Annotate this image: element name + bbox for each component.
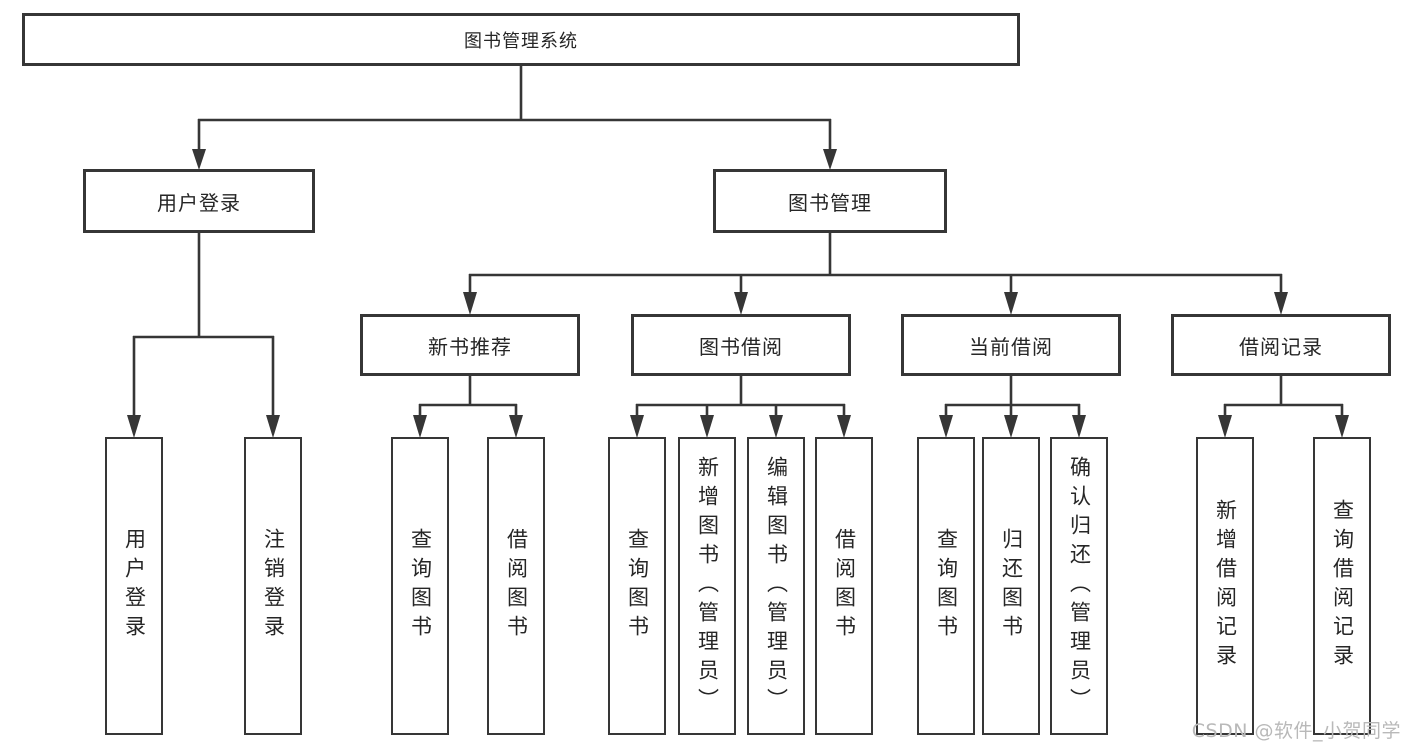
connector-newbookrec-to-leaves xyxy=(413,376,523,438)
leaf-add-borrowing-record: 新增借阅记录 xyxy=(1196,437,1254,735)
node-book-management-system: 图书管理系统 xyxy=(22,13,1020,66)
node-book-management-branch: 图书管理 xyxy=(713,169,947,233)
node-user-login-branch: 用户登录 xyxy=(83,169,315,233)
leaf-query-borrowing-record: 查询借阅记录 xyxy=(1313,437,1371,735)
leaf-return-books: 归还图书 xyxy=(982,437,1040,735)
node-book-borrowing: 图书借阅 xyxy=(631,314,851,376)
leaf-borrow-books-borrowing: 借阅图书 xyxy=(815,437,873,735)
node-new-book-recommendation: 新书推荐 xyxy=(360,314,580,376)
connector-borrowrecords-to-leaves xyxy=(1218,376,1349,438)
leaf-query-books-borrowing: 查询图书 xyxy=(608,437,666,735)
node-borrowing-records: 借阅记录 xyxy=(1171,314,1391,376)
connector-root-to-level2 xyxy=(192,65,837,170)
leaf-query-books-current: 查询图书 xyxy=(917,437,975,735)
connector-bookborrow-to-leaves xyxy=(630,376,851,438)
leaf-user-login: 用户登录 xyxy=(105,437,163,735)
node-current-borrowing: 当前借阅 xyxy=(901,314,1121,376)
leaf-borrow-books-recommendation: 借阅图书 xyxy=(487,437,545,735)
connector-userlogin-to-leaves xyxy=(127,233,280,438)
leaf-logout: 注销登录 xyxy=(244,437,302,735)
connector-currentborrow-to-leaves xyxy=(939,376,1086,438)
connector-bookmgmt-to-level3 xyxy=(463,233,1288,315)
leaf-edit-books-admin: 编辑图书（管理员） xyxy=(747,437,805,735)
leaf-confirm-return-admin: 确认归还（管理员） xyxy=(1050,437,1108,735)
leaf-add-books-admin: 新增图书（管理员） xyxy=(678,437,736,735)
leaf-query-books-recommendation: 查询图书 xyxy=(391,437,449,735)
